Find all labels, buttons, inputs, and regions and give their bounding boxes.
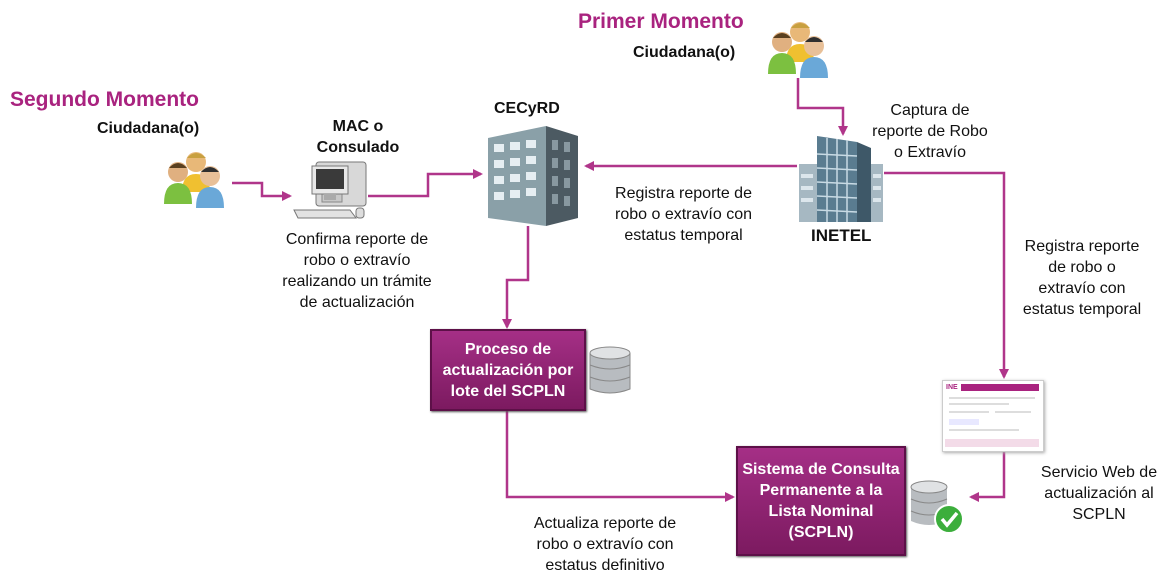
building-icon — [484, 122, 582, 233]
batch-process-label: Proceso de actualización por lote del SC… — [442, 340, 574, 400]
arrow-citizen1-to-inetel — [796, 78, 848, 136]
web-service-caption: Servicio Web de actualización al SCPLN — [1040, 464, 1158, 523]
cecyrd-title: CECyRD — [494, 100, 560, 117]
edge-label-batch-scpln: Actualiza reporte de robo o extravío con… — [533, 515, 677, 574]
database-check-icon — [909, 479, 967, 540]
arrow-mac-to-cecyrd — [368, 169, 483, 198]
web-service-screenshot: INE — [942, 380, 1044, 452]
citizens-group-icon — [160, 148, 230, 215]
mac-title: MAC o Consulado — [316, 118, 400, 156]
scpln-label: Sistema de Consulta Permanente a la List… — [742, 461, 900, 541]
scpln-box: Sistema de Consulta Permanente a la List… — [736, 446, 906, 556]
first-moment-citizen-label: Ciudadana(o) — [633, 44, 736, 61]
office-building-icon — [797, 134, 885, 229]
arrow-webservice-to-scpln — [969, 450, 1006, 502]
batch-process-box: Proceso de actualización por lote del SC… — [430, 329, 586, 411]
inetel-title: INETEL — [811, 226, 872, 245]
edge-label-inetel-cecyrd: Registra reporte de robo o extravío con … — [615, 185, 752, 244]
computer-icon — [290, 160, 370, 227]
arrow-citizen2-to-mac — [232, 181, 292, 201]
citizens-group-icon — [764, 18, 834, 85]
edge-label-inetel-webservice: Registra reporte de robo o extravío con … — [1022, 238, 1142, 318]
database-icon — [588, 345, 632, 402]
inetel-caption: Captura de reporte de Robo o Extravío — [872, 102, 988, 161]
second-moment-title: Segundo Momento — [10, 88, 199, 111]
first-moment-title: Primer Momento — [578, 10, 744, 33]
arrow-inetel-to-webservice — [884, 171, 1009, 379]
arrow-cecyrd-to-batch — [502, 226, 530, 329]
arrow-batch-to-scpln — [505, 410, 735, 502]
mac-caption: Confirma reporte de robo o extravío real… — [282, 231, 432, 311]
ine-logo: INE — [946, 384, 958, 391]
second-moment-citizen-label: Ciudadana(o) — [97, 120, 200, 137]
